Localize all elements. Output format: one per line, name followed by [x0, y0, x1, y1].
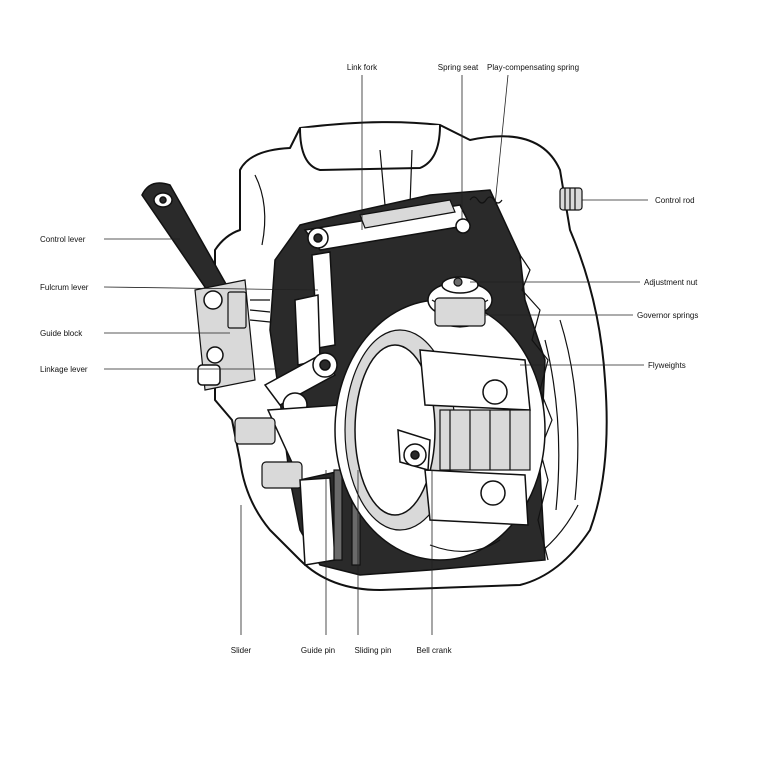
- label-control-lever: Control lever: [40, 235, 86, 244]
- label-spring-seat: Spring seat: [438, 63, 479, 72]
- control-lever: [141, 182, 256, 391]
- adjustment-nut: [441, 276, 479, 294]
- leader-lines: [103, 74, 648, 635]
- link-fork: [303, 199, 472, 251]
- flyweight-assembly: [334, 299, 546, 561]
- play-compensating-spring: [455, 196, 503, 234]
- fulcrum-lever: [294, 251, 336, 366]
- label-slider: Slider: [231, 646, 252, 655]
- label-flyweights: Flyweights: [648, 361, 686, 370]
- label-adjustment-nut: Adjustment nut: [644, 278, 698, 287]
- label-fulcrum-lever: Fulcrum lever: [40, 283, 89, 292]
- label-sliding-pin: Sliding pin: [355, 646, 392, 655]
- label-linkage-lever: Linkage lever: [40, 365, 88, 374]
- label-governor-springs: Governor springs: [637, 311, 698, 320]
- bell-crank: [397, 428, 501, 553]
- slider: [299, 477, 336, 566]
- control-rod: [559, 187, 583, 211]
- guide-block: [227, 291, 271, 329]
- label-link-fork: Link fork: [347, 63, 378, 72]
- label-guide-block: Guide block: [40, 329, 83, 338]
- label-control-rod: Control rod: [655, 196, 695, 205]
- label-bell-crank: Bell crank: [416, 646, 452, 655]
- linkage-lever: [234, 352, 401, 489]
- label-guide-pin: Guide pin: [301, 646, 335, 655]
- label-play-compensating-spring: Play-compensating spring: [487, 63, 579, 72]
- guide-pin: [333, 469, 343, 561]
